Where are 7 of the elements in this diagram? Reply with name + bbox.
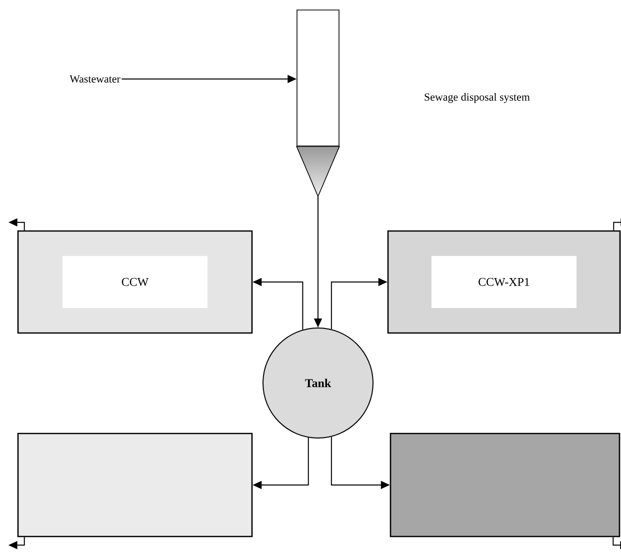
- shaded-box: [390, 432, 620, 538]
- labeled-box: CCW: [17, 230, 253, 334]
- shaded-box: [17, 432, 253, 538]
- inlet-label: Wastewater: [70, 75, 120, 83]
- system-label: Sewage disposal system: [424, 93, 530, 103]
- labeled-box: CCW-XP1: [387, 230, 621, 334]
- corner-arrow: [613, 218, 621, 231]
